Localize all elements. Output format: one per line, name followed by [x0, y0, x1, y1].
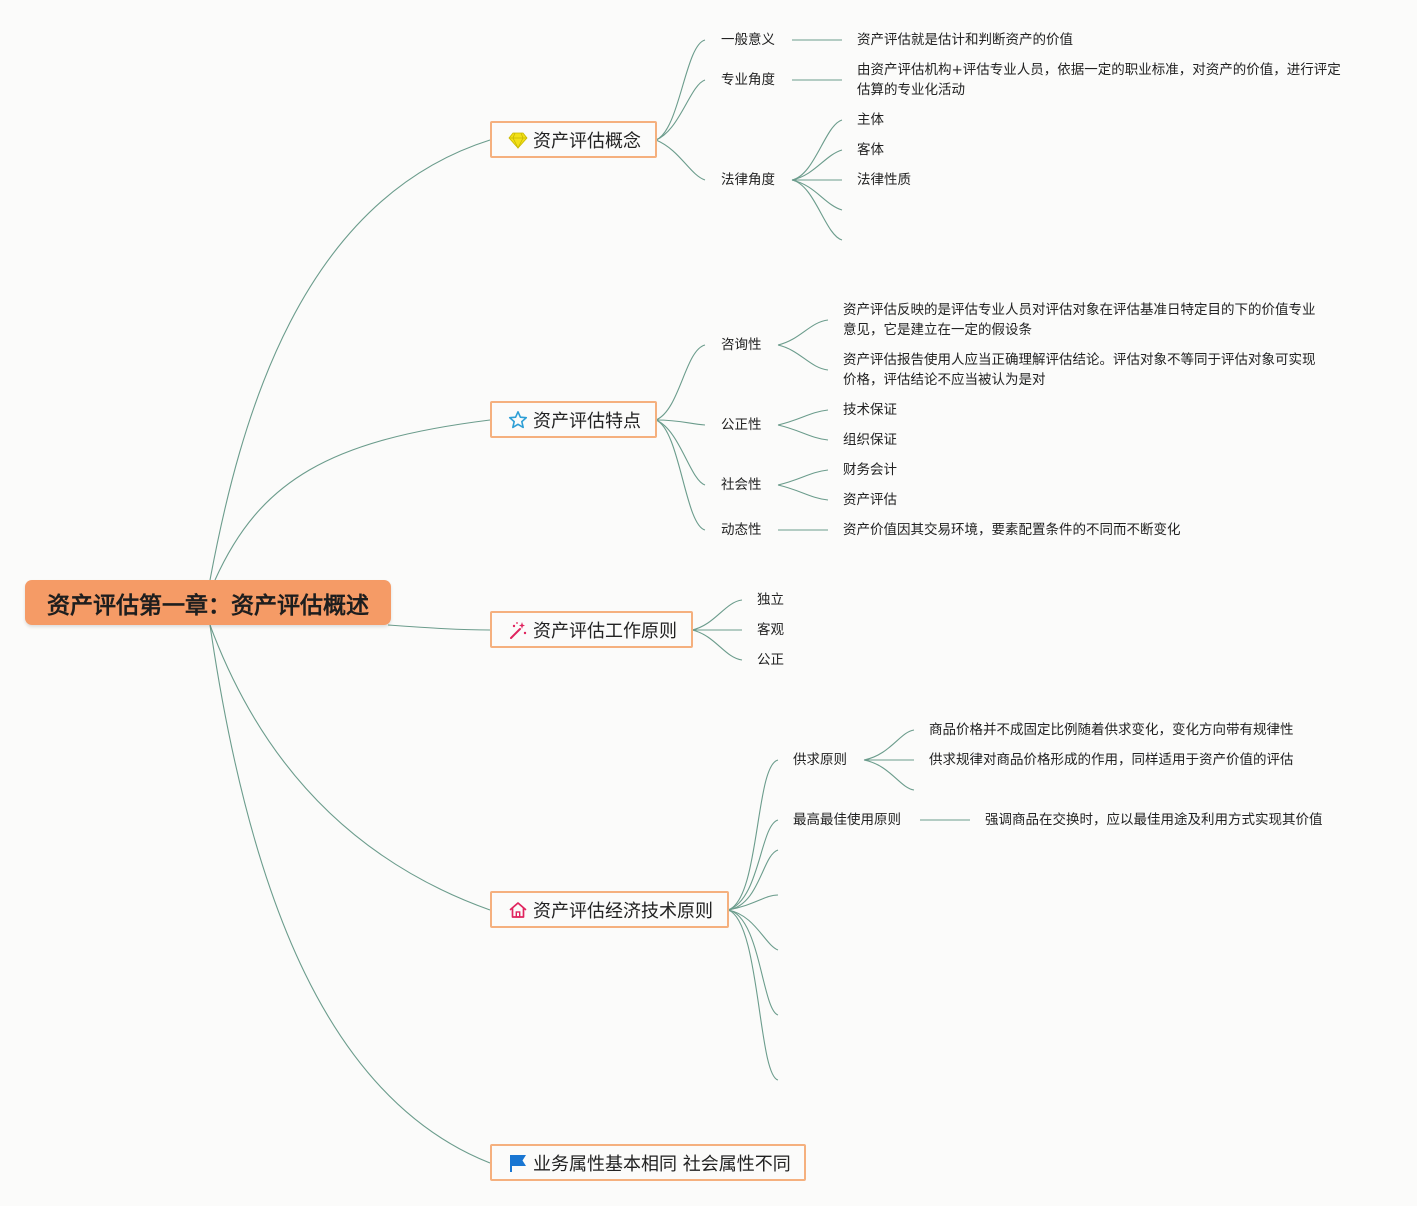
branch-work-principles-title: 资产评估工作原则 [533, 620, 677, 642]
economic-supply-demand-item[interactable]: 供求规律对商品价格形成的作用，同样适用于资产价值的评估 [929, 752, 1294, 768]
features-advisory-label[interactable]: 咨询性 [721, 337, 762, 353]
home-icon [508, 900, 528, 920]
concept-legal-item[interactable]: 客体 [857, 142, 884, 158]
features-advisory-text2-line1[interactable]: 资产评估报告使用人应当正确理解评估结论。评估对象不等同于评估对象可实现 [843, 352, 1316, 368]
diamond-icon [508, 130, 528, 150]
concept-legal-label[interactable]: 法律角度 [721, 172, 775, 188]
branch-features-title: 资产评估特点 [533, 410, 641, 432]
economic-best-use-detail[interactable]: 强调商品在交换时，应以最佳用途及利用方式实现其价值 [985, 812, 1323, 828]
work-principle-item[interactable]: 公正 [757, 652, 784, 668]
branch-concept[interactable]: 资产评估概念 [490, 121, 657, 158]
work-principle-item[interactable]: 客观 [757, 622, 784, 638]
concept-professional-detail-2[interactable]: 估算的专业化活动 [857, 82, 965, 98]
branch-economic-principles[interactable]: 资产评估经济技术原则 [490, 891, 729, 928]
magic-wand-icon [508, 620, 528, 640]
branch-concept-title: 资产评估概念 [533, 130, 641, 152]
features-social-item[interactable]: 财务会计 [843, 462, 897, 478]
branch-attributes[interactable]: 业务属性基本相同 社会属性不同 [490, 1144, 806, 1181]
work-principle-item[interactable]: 独立 [757, 592, 784, 608]
features-dynamic-label[interactable]: 动态性 [721, 522, 762, 538]
concept-professional-detail-1[interactable]: 由资产评估机构+评估专业人员，依据一定的职业标准，对资产的价值，进行评定 [857, 62, 1341, 78]
features-fairness-item[interactable]: 组织保证 [843, 432, 897, 448]
features-social-item[interactable]: 资产评估 [843, 492, 897, 508]
economic-supply-demand-item[interactable]: 商品价格并不成固定比例随着供求变化，变化方向带有规律性 [929, 722, 1294, 738]
concept-legal-item[interactable]: 主体 [857, 112, 884, 128]
flag-icon [508, 1153, 528, 1173]
economic-supply-demand-label[interactable]: 供求原则 [793, 752, 847, 768]
concept-legal-item[interactable]: 法律性质 [857, 172, 911, 188]
features-fairness-label[interactable]: 公正性 [721, 417, 762, 433]
economic-best-use-label[interactable]: 最高最佳使用原则 [793, 812, 901, 828]
branch-work-principles[interactable]: 资产评估工作原则 [490, 611, 693, 648]
features-dynamic-detail[interactable]: 资产价值因其交易环境，要素配置条件的不同而不断变化 [843, 522, 1181, 538]
branch-attributes-title: 业务属性基本相同 社会属性不同 [533, 1153, 791, 1175]
features-fairness-item[interactable]: 技术保证 [843, 402, 897, 418]
features-advisory-text1-line1[interactable]: 资产评估反映的是评估专业人员对评估对象在评估基准日特定目的下的价值专业 [843, 302, 1316, 318]
concept-professional-label[interactable]: 专业角度 [721, 72, 775, 88]
star-icon [508, 410, 528, 430]
concept-general-label[interactable]: 一般意义 [721, 32, 775, 48]
branch-economic-principles-title: 资产评估经济技术原则 [533, 900, 713, 922]
features-social-label[interactable]: 社会性 [721, 477, 762, 493]
features-advisory-text2-line2[interactable]: 价格，评估结论不应当被认为是对 [843, 372, 1046, 388]
branch-features[interactable]: 资产评估特点 [490, 401, 657, 438]
root-topic[interactable]: 资产评估第一章：资产评估概述 [25, 580, 391, 625]
features-advisory-text1-line2[interactable]: 意见，它是建立在一定的假设条 [843, 322, 1032, 338]
concept-general-detail[interactable]: 资产评估就是估计和判断资产的价值 [857, 32, 1073, 48]
